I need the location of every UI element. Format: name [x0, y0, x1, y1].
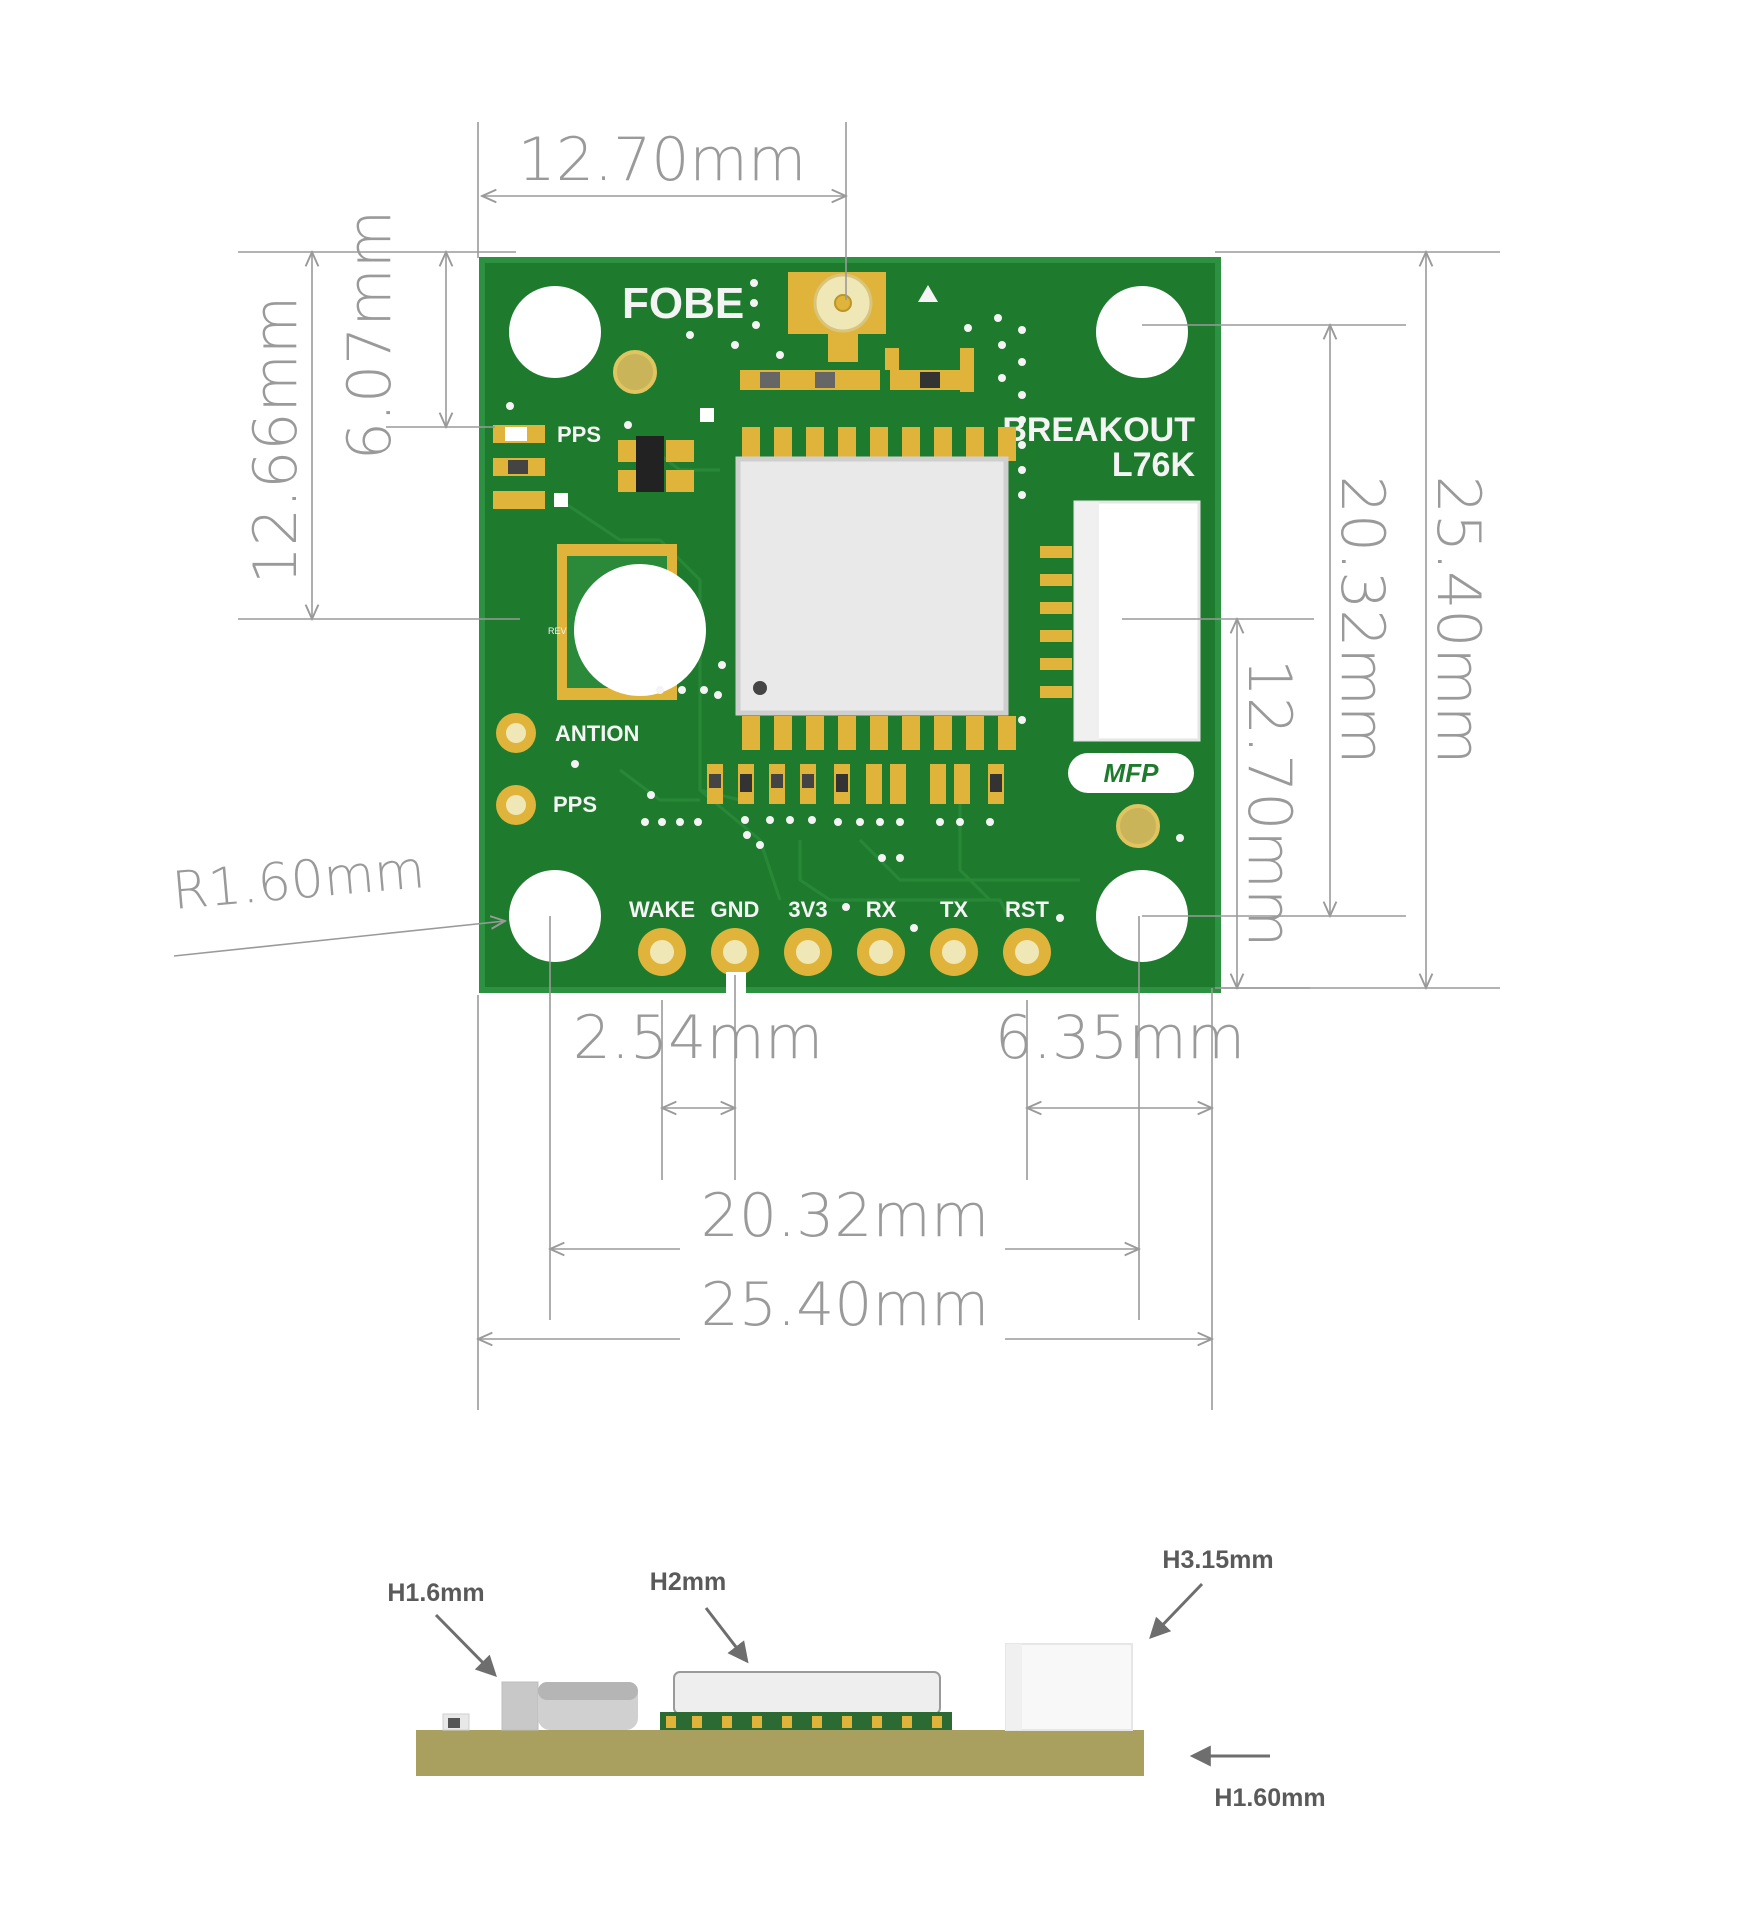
product-name-line2: L76K: [1112, 446, 1196, 484]
dim-pitch: 2.54mm: [573, 1003, 824, 1073]
dim-radius: R1.60mm: [170, 840, 428, 922]
pin-label-rst: RST: [1005, 897, 1050, 922]
header-pin-tx[interactable]: [930, 928, 978, 976]
pin-label-gnd: GND: [711, 897, 760, 922]
dim-right-inner: 12.70mm: [1234, 659, 1304, 948]
mounting-hole: [509, 286, 601, 378]
header-pin-rst[interactable]: [1003, 928, 1051, 976]
product-name-line1: BREAKOUT: [1002, 411, 1195, 449]
battery-holder: REV: [548, 544, 706, 700]
passive-row-bottom: [707, 764, 1004, 804]
brand-logo: FOBE: [622, 279, 744, 328]
mounting-hole: [1096, 286, 1188, 378]
pin-label-3v3: 3V3: [788, 897, 827, 922]
dim-board-width: 25.40mm: [701, 1270, 990, 1340]
triangle-marker-icon: [918, 285, 938, 302]
header-pin-gnd[interactable]: [711, 928, 759, 976]
header-pin-3v3[interactable]: [784, 928, 832, 976]
ufl-connector: [788, 272, 886, 362]
header-pin-wake[interactable]: [638, 928, 686, 976]
dim-left-inner: 6.07mm: [335, 210, 405, 461]
pin-label-wake: WAKE: [629, 897, 695, 922]
header-pin-rx[interactable]: [857, 928, 905, 976]
gnss-module: [735, 427, 1016, 750]
pps-pad[interactable]: [496, 785, 536, 825]
side-module: [660, 1671, 952, 1730]
side-connector: [1005, 1643, 1133, 1731]
antion-label: ANTION: [555, 721, 639, 746]
header-pins: [638, 928, 1051, 976]
jst-connector: [1040, 500, 1201, 742]
pps-led-label: PPS: [557, 422, 601, 447]
side-board-thickness: H1.60mm: [1214, 1784, 1325, 1812]
pin-label-rx: RX: [866, 897, 897, 922]
side-battery: [501, 1681, 638, 1731]
dimension-lines: [173, 122, 1500, 1410]
pin-label-tx: TX: [940, 897, 968, 922]
antion-pad[interactable]: [496, 713, 536, 753]
header-pin-labels: WAKE GND 3V3 RX TX RST: [629, 897, 1050, 922]
pcb-side-view: H1.6mm H2mm H3.15mm H1.60mm: [387, 1546, 1325, 1812]
rev-label: REV: [548, 626, 567, 636]
mounting-hole: [509, 870, 601, 962]
pps-pad-label: PPS: [553, 792, 597, 817]
mfp-badge-label: MFP: [1104, 758, 1160, 788]
dim-hole-span: 20.32mm: [701, 1181, 990, 1251]
dim-top-width: 12.70mm: [518, 125, 807, 195]
fiducial: [1116, 804, 1160, 848]
side-connector-height: H3.15mm: [1162, 1546, 1273, 1574]
passive-row-top: [740, 348, 974, 392]
vias: [506, 279, 1184, 932]
side-module-height: H2mm: [650, 1568, 726, 1596]
led-components: [493, 408, 714, 509]
fiducial: [613, 350, 657, 394]
side-battery-height: H1.6mm: [387, 1579, 484, 1607]
dim-left-outer: 12.66mm: [241, 296, 311, 585]
mfp-badge: MFP: [1068, 753, 1194, 793]
side-board: [416, 1730, 1144, 1776]
dim-right-outer: 25.40mm: [1423, 476, 1493, 765]
dim-right-offset: 6.35mm: [995, 1003, 1246, 1073]
dim-right-mid: 20.32mm: [1327, 476, 1397, 765]
pcb-top-view: FOBE BREAKOUT L76K: [479, 257, 1221, 994]
castellation-notch: [726, 972, 746, 994]
